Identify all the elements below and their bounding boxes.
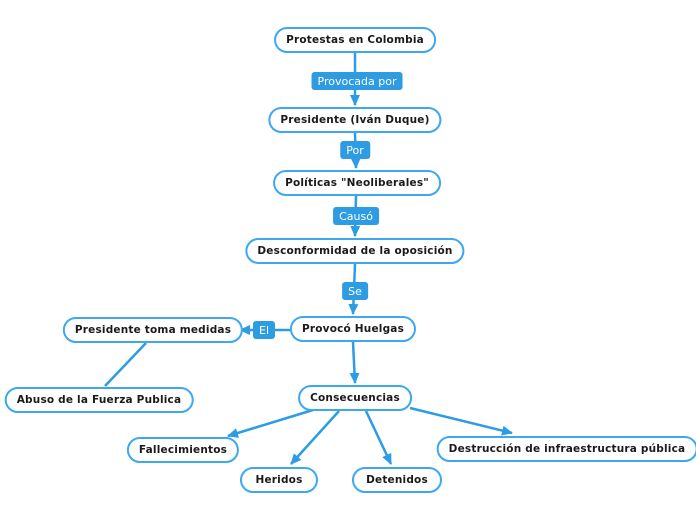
node-presidente-toma-medidas[interactable]: Presidente toma medidas (62, 317, 244, 343)
node-label: Abuso de la Fuerza Publica (16, 394, 182, 406)
connector-huelgas-to-consecuencias (349, 341, 360, 384)
node-desconformidad-oposicion[interactable]: Desconformidad de la oposición (245, 238, 465, 264)
node-politicas-neoliberales[interactable]: Políticas "Neoliberales" (273, 170, 441, 196)
node-label: Presidente (Iván Duque) (280, 114, 430, 126)
node-consecuencias[interactable]: Consecuencias (298, 385, 412, 411)
connector-label-causo[interactable]: Causó (333, 207, 379, 225)
connector-consecuencias-to-destruccion (409, 406, 513, 436)
node-destruccion-infraestructura[interactable]: Destrucción de infraestructura pública (436, 436, 696, 462)
node-label: Destrucción de infraestructura pública (448, 443, 686, 455)
node-label: Provocó Huelgas (301, 323, 405, 335)
node-label: Presidente toma medidas (74, 324, 232, 336)
node-fallecimientos[interactable]: Fallecimientos (126, 437, 240, 463)
connector-label-por[interactable]: Por (340, 141, 370, 159)
node-protestas-en-colombia[interactable]: Protestas en Colombia (274, 27, 436, 53)
connector-consecuencias-to-heridos (290, 410, 340, 465)
node-presidente-ivan-duque[interactable]: Presidente (Iván Duque) (268, 107, 442, 133)
connector-consecuencias-to-fallecimientos (227, 408, 314, 438)
connector-label-provocada-por[interactable]: Provocada por (311, 72, 403, 90)
node-label: Heridos (255, 474, 303, 486)
connector-label-se[interactable]: Se (342, 282, 368, 300)
node-provoco-huelgas[interactable]: Provocó Huelgas (289, 316, 417, 342)
connector-consecuencias-to-detenidos (364, 410, 393, 465)
node-label: Desconformidad de la oposición (257, 245, 453, 257)
node-label: Políticas "Neoliberales" (285, 177, 429, 189)
node-heridos[interactable]: Heridos (240, 467, 318, 493)
node-detenidos[interactable]: Detenidos (352, 467, 442, 493)
node-abuso-fuerza-publica[interactable]: Abuso de la Fuerza Publica (4, 387, 194, 413)
node-label: Protestas en Colombia (286, 34, 424, 46)
connector-medidas-to-abuso (104, 342, 147, 387)
node-label: Detenidos (366, 474, 428, 486)
node-label: Consecuencias (310, 392, 400, 404)
connector-label-el[interactable]: El (252, 321, 276, 339)
node-label: Fallecimientos (138, 444, 228, 456)
